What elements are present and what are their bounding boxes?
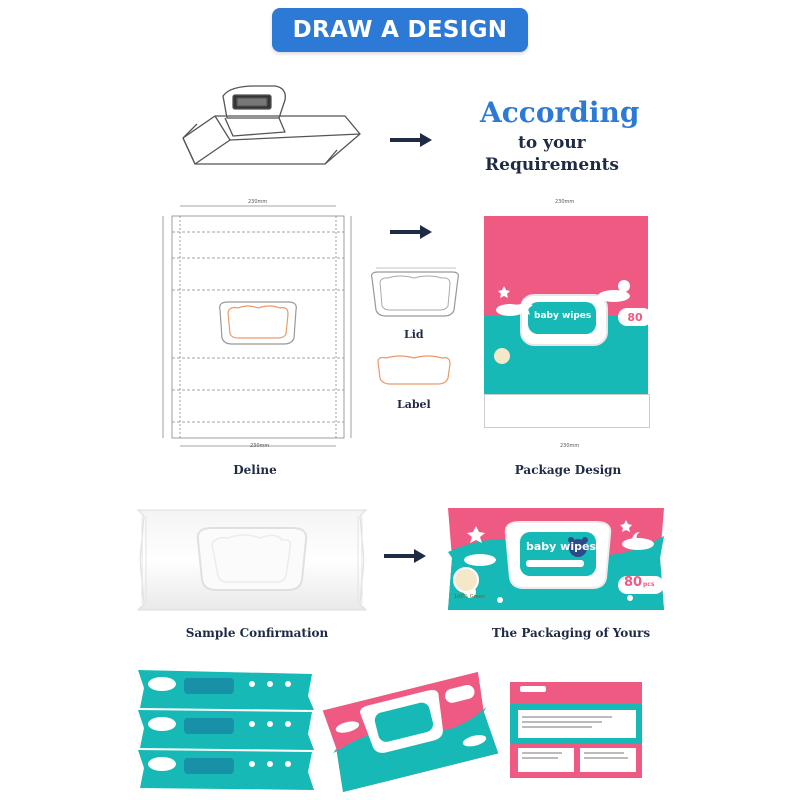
headline-to-your: to your [518,133,586,153]
design-brand: baby wipes [534,311,592,321]
caption-package-design: Package Design [514,463,622,477]
design-count: 80 [627,310,643,324]
final-brand: baby wipes [526,540,596,553]
arrow-icon [390,132,434,148]
final-count: 80 [624,575,643,590]
pack-line-drawing [175,78,365,188]
headline-according: According [480,96,640,129]
dieline-drawing [158,198,358,456]
angled-pack [320,664,500,796]
final-count-unit: pcs [643,581,655,588]
label-label: Label [397,398,431,411]
caption-packaging-of-yours: The Packaging of Yours [491,626,651,640]
page-banner: DRAW A DESIGN [272,8,528,52]
arrow-icon [390,224,434,240]
final-badge: 100% Green [454,594,486,600]
caption-sample-confirmation: Sample Confirmation [185,626,329,640]
arrow-icon [384,548,428,564]
design-count-badge: 80 [618,308,652,326]
design-width-dim-bottom: 230mm [560,443,580,449]
headline-requirements: Requirements [485,155,620,175]
final-pack: baby wipes 80 pcs 100% Green [440,498,672,618]
package-design-flat: baby wipes 80 [474,198,660,456]
sample-pack [132,500,372,618]
caption-deline: Deline [233,463,277,477]
lid-label: Lid [404,328,424,341]
dieline-width-dim-bottom: 230mm [250,443,270,449]
back-pack [508,678,644,782]
dieline-width-dim: 230mm [248,199,268,205]
lid-drawing [364,262,464,322]
design-width-dim: 230mm [555,199,575,205]
stacked-packs [132,666,318,794]
banner-title: DRAW A DESIGN [292,17,508,43]
label-drawing [374,352,454,388]
